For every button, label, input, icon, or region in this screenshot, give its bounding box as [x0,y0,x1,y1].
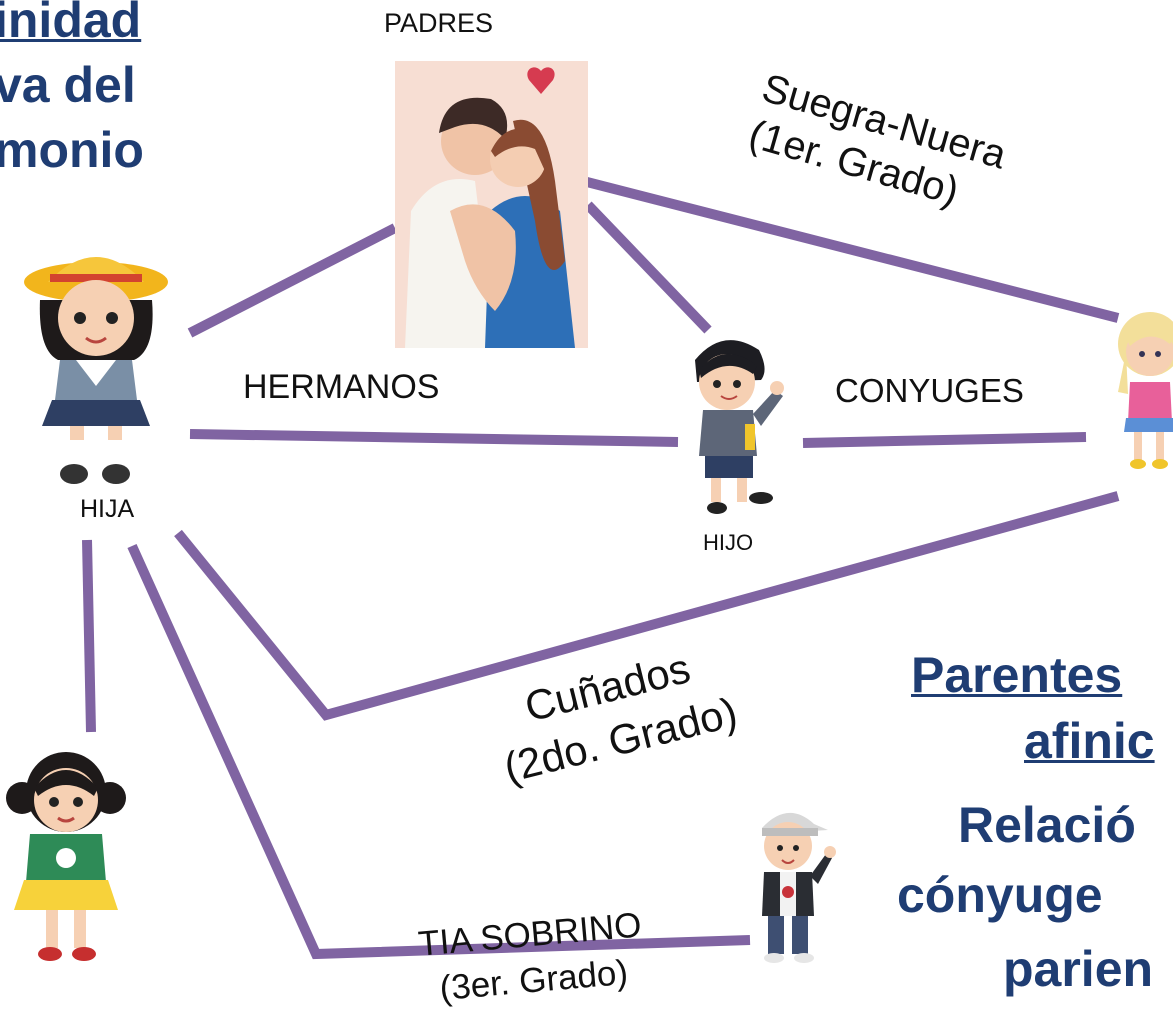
girl-hat-illustration [24,257,168,484]
label-conyuges: CONYUGES [835,372,1024,409]
girl-pigtails-illustration [6,752,126,961]
label-padres: PADRES [384,8,494,38]
line-hija-nina [82,539,96,733]
line-tia-sobrino [127,543,751,960]
line-cunados [174,491,1120,721]
heading-left: inidad va del monio [0,0,144,183]
line-padres-hijo [584,201,712,334]
blonde-girl-illustration [1118,312,1173,469]
label-hija: HIJA [80,495,135,523]
heading-right-line1: Parentes [911,646,1122,704]
label-hijo: HIJO [703,530,754,555]
line-hijo-nuera [802,432,1087,448]
heading-right-line5: parien [1003,941,1154,997]
heading-left-line1: inidad [0,0,142,48]
line-hija-hijo [189,429,679,447]
heading-left-line2: va del [0,57,136,113]
line-padres-nuera [546,167,1120,323]
line-hija-padres [187,223,398,338]
heading-right-line1-text: Parentes [911,647,1123,703]
heading-left-line3: monio [0,122,144,178]
heading-right-line2: afinic [1024,712,1155,770]
heading-right-line2-text: afinic [1024,713,1155,769]
heading-right-line3: Relació [958,797,1136,853]
couple-illustration [395,61,588,348]
boy-uniform-illustration [695,340,784,514]
boy-cap-illustration [762,812,836,963]
heading-right-line4: cónyuge [897,867,1103,923]
label-tia-sobrino: TIA SOBRINO (3er. Grado) [416,902,647,1013]
label-hermanos: HERMANOS [243,368,440,406]
